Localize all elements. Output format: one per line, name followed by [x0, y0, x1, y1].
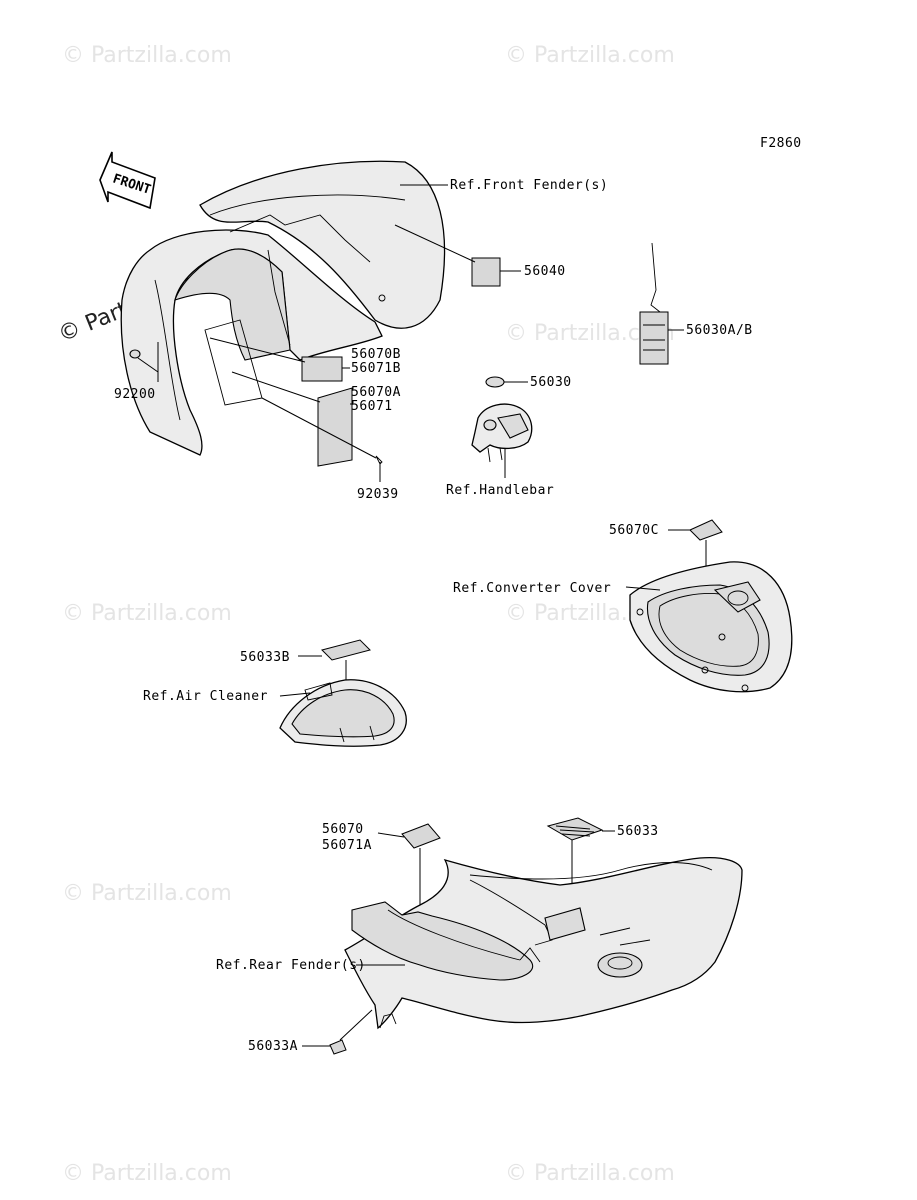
leader-line [209, 337, 306, 363]
rivet-92039-icon [375, 455, 383, 465]
label-ref-rear-fender: Ref.Rear Fender(s) [216, 958, 366, 973]
decal-56070c [689, 519, 723, 541]
decal-56040 [471, 257, 501, 287]
label-92039: 92039 [357, 487, 399, 502]
label-ref-front-fender: Ref.Front Fender(s) [450, 178, 608, 193]
leader-line [377, 832, 405, 838]
label-56033a: 56033A [248, 1039, 298, 1054]
label-56071: 56071 [351, 399, 393, 414]
label-ref-air-cleaner: Ref.Air Cleaner [143, 689, 268, 704]
leader-line [137, 357, 159, 373]
air-cleaner-drawing [279, 679, 407, 747]
converter-cover-drawing [629, 561, 793, 693]
watermark: © Partzilla.com [62, 881, 232, 906]
leader-line [339, 1009, 373, 1041]
leader-line [231, 371, 321, 403]
watermarks: © Partzilla.com © Partzilla.com © Partzi… [62, 43, 675, 1186]
front-fender-drawing [120, 160, 446, 456]
label-56071b: 56071B [351, 361, 401, 376]
decal-56033 [546, 817, 604, 841]
label-56030ab: 56030A/B [686, 323, 753, 338]
decal-56070 [401, 823, 441, 849]
handlebar-drawing [471, 403, 533, 463]
label-ref-converter-cover: Ref.Converter Cover [453, 581, 611, 596]
label-56070c: 56070C [609, 523, 659, 538]
label-56033b: 56033B [240, 650, 290, 665]
watermark: © Partzilla.com [505, 1161, 675, 1186]
label-56070b: 56070B [351, 347, 401, 362]
label-56071a: 56071A [322, 838, 372, 853]
decal-56070b [301, 356, 343, 382]
label-ref-handlebar: Ref.Handlebar [446, 483, 554, 498]
watermark: © Partzilla.com [505, 43, 675, 68]
hang-tag-56030ab [639, 242, 669, 365]
washer-92200-icon [129, 349, 141, 359]
leader-line [625, 586, 661, 591]
label-56030: 56030 [530, 375, 572, 390]
label-56070a: 56070A [351, 385, 401, 400]
front-arrow-icon: FRONT [99, 151, 156, 210]
watermark: © Partzilla.com [62, 43, 232, 68]
watermark: © Partzilla.com [62, 1161, 232, 1186]
label-92200: 92200 [114, 387, 156, 402]
leader-line [261, 397, 377, 459]
leader-line [279, 692, 311, 697]
decal-56070a [317, 387, 353, 467]
rear-fender-drawing [344, 856, 743, 1030]
label-56033: 56033 [617, 824, 659, 839]
watermark: © Partzilla.com [62, 601, 232, 626]
label-56070: 56070 [322, 822, 364, 837]
label-56040: 56040 [524, 264, 566, 279]
leader-line [394, 224, 476, 263]
figure-code: F2860 [760, 136, 802, 151]
decal-56033a [329, 1039, 347, 1055]
decal-56030 [485, 376, 505, 388]
decal-56033b [321, 639, 371, 661]
